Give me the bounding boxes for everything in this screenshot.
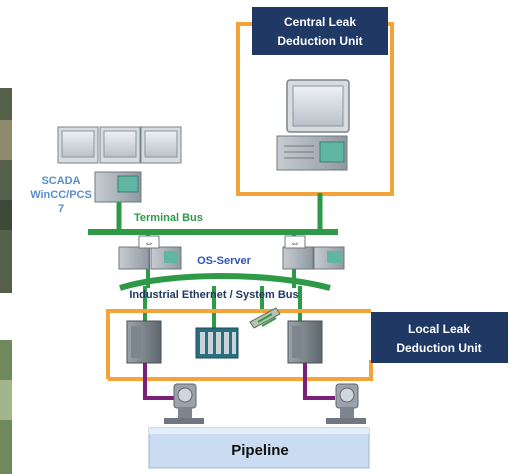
local-unit-title-line1: Local Leak [408,322,470,336]
plc-left-icon [126,320,162,364]
system-bus-label: Industrial Ethernet / System Bus [129,289,298,301]
central-unit-title-line2: Deduction Unit [277,34,362,48]
terminal-bus-label: Terminal Bus [134,212,203,224]
os-server-label: OS-Server [197,255,252,267]
scada-label-line3: 7 [58,203,64,215]
central-unit-title-box [252,7,388,55]
local-unit-frame [106,309,373,381]
purple-cable-left [143,363,175,400]
pipeline-bar [148,427,370,469]
pipeline-highlight [149,428,369,434]
svg-text:⇔: ⇔ [290,238,300,249]
scada-label-line1: SCADA [41,175,80,187]
os-server-right-icon: ⇔ [282,235,345,270]
transmitter-left-icon [164,383,204,424]
local-unit-title-line2: Deduction Unit [396,341,481,355]
svg-text:⇔: ⇔ [144,238,154,249]
terminal-bus-line [88,229,338,235]
plc-right-icon [287,320,323,364]
os-server-left-icon: ⇔ [118,235,182,270]
purple-cable-right [303,363,335,400]
system-bus-line [119,273,331,291]
scada-label-line2: WinCC/PCS [30,189,92,201]
io-rack-icon [195,327,239,359]
pipeline-label: Pipeline [231,442,289,459]
transmitter-right-icon [326,383,366,424]
wireless-access-point-icon [249,307,281,329]
central-computer-icon [276,79,350,171]
photo-strip-top [0,88,12,293]
central-unit-title-line1: Central Leak [284,15,356,29]
local-unit-title-box [371,312,508,363]
photo-strip-bottom [0,340,12,474]
scada-workstation-icon [57,126,182,203]
